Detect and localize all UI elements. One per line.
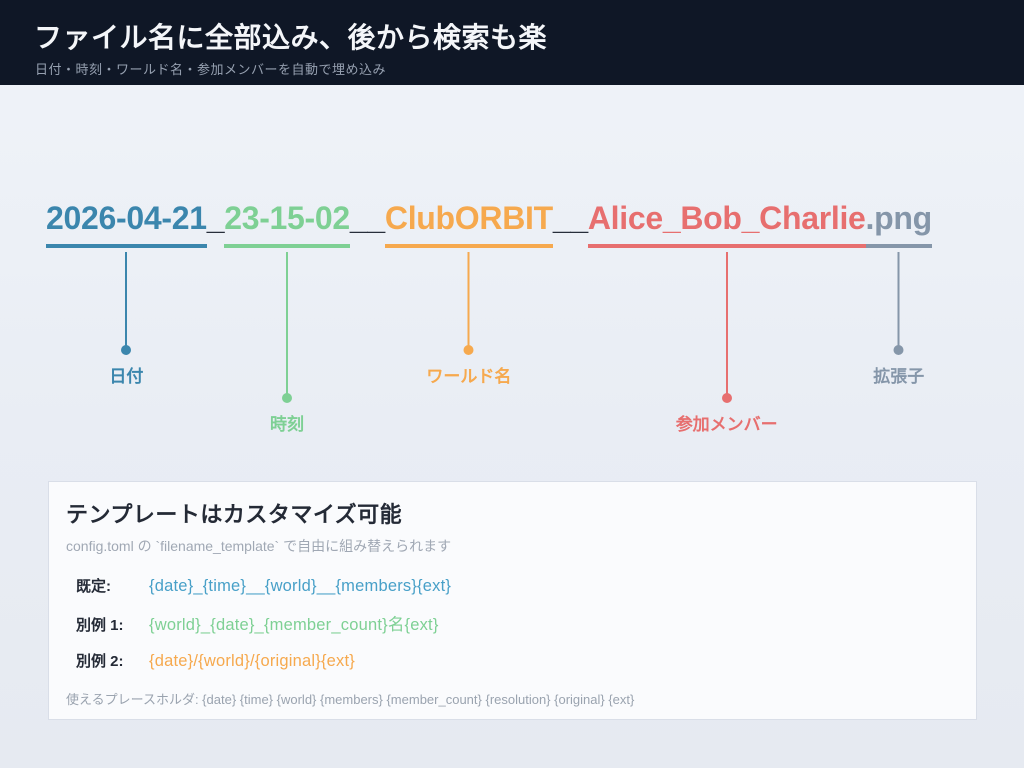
filename-separator: __ [349,200,385,236]
template-card-subtitle: config.toml の `filename_template` で自由に組み… [66,538,452,554]
filename-separator: __ [552,200,588,236]
filename-segment-ext: .png [865,200,932,248]
callout-dot [721,393,732,403]
callout-world: ワールド名 [426,252,511,387]
template-row-label: 別例 2: [76,653,124,670]
callout-time: 時刻 [270,252,304,435]
callout-line [286,252,289,394]
callout-date: 日付 [109,252,143,387]
template-row-alt1: 別例 1: {world}_{date}_{member_count}名{ext… [66,611,954,635]
page-subtitle: 日付・時刻・ワールド名・参加メンバーを自動で埋め込み [35,61,387,77]
callout-label-world: ワールド名 [426,367,512,386]
callout-line [897,252,900,346]
placeholder-list: 使えるプレースホルダ: {date} {time} {world} {membe… [66,692,635,707]
page-title: ファイル名に全部込み、後から検索も楽 [34,22,548,53]
callout-dot [121,345,132,355]
filename-separator: _ [206,200,225,236]
template-row-alt2: 別例 2: {date}/{world}/{original}{ext} [66,650,954,671]
callout-dot [282,393,293,403]
template-row-value: {date}/{world}/{original}{ext} [149,652,356,670]
callout-ext: 拡張子 [873,252,924,387]
callout-line [467,252,470,346]
template-card: テンプレートはカスタマイズ可能 config.toml の `filename_… [48,481,977,720]
template-card-title: テンプレートはカスタマイズ可能 [66,502,403,527]
template-rows: 既定: {date}_{time}__{world}__{members}{ex… [66,575,954,671]
callout-label-members: 参加メンバー [675,415,778,434]
template-row-label: 別例 1: [76,617,124,634]
filename-example: 2026-04-21 _ 23-15-02 __ ClubORBIT __ Al… [46,200,932,248]
filename-segment-time: 23-15-02 [224,200,350,248]
template-row-label: 既定: [76,578,111,595]
callout-dot [893,345,904,355]
header: ファイル名に全部込み、後から検索も楽 日付・時刻・ワールド名・参加メンバーを自動… [0,0,1024,85]
callout-line [125,252,128,346]
callout-line [725,252,728,394]
callout-label-date: 日付 [109,367,144,386]
template-row-value: {world}_{date}_{member_count}名{ext} [149,616,439,634]
filename-segment-world: ClubORBIT [384,200,553,248]
callout-label-time: 時刻 [270,415,305,434]
template-row-default: 既定: {date}_{time}__{world}__{members}{ex… [66,575,954,596]
filename-segment-members: Alice_Bob_Charlie [587,200,866,248]
template-row-value: {date}_{time}__{world}__{members}{ext} [149,577,452,595]
callout-members: 参加メンバー [676,252,778,435]
callout-label-ext: 拡張子 [873,367,925,386]
filename-segment-date: 2026-04-21 [46,200,207,248]
callout-dot [463,345,474,355]
